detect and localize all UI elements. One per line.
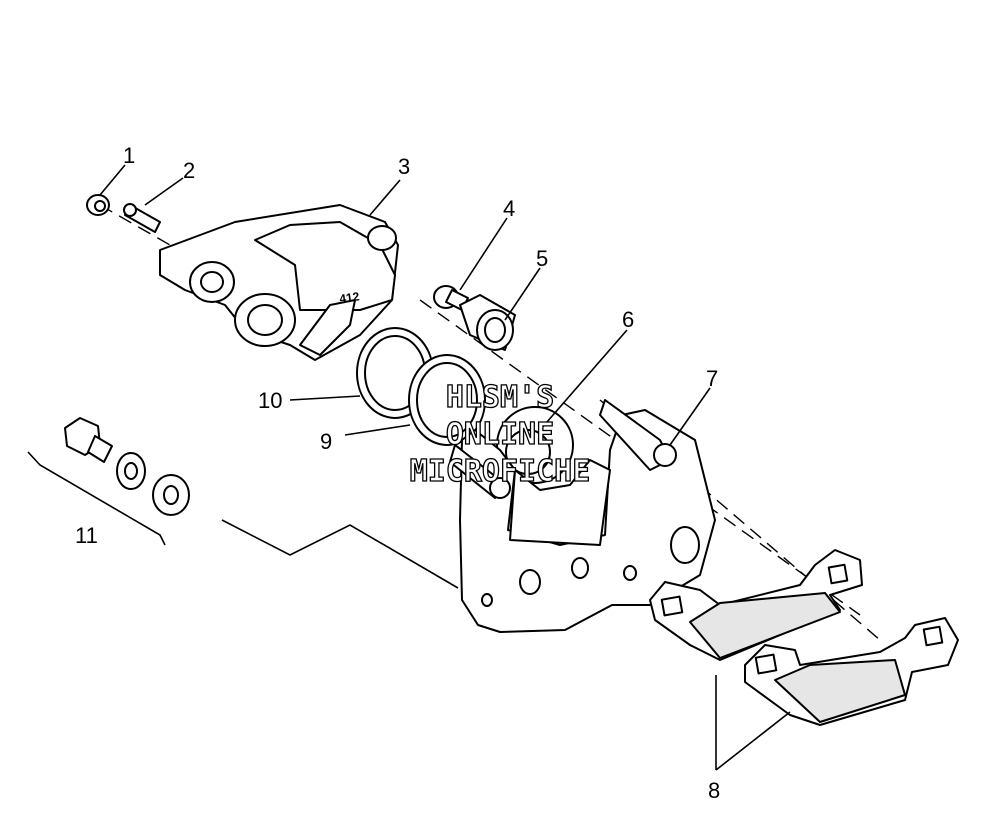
caliper-bracket <box>449 399 716 633</box>
callout-9: 9 <box>320 429 332 454</box>
brake-pad-inner <box>649 549 863 661</box>
watermark: HLSM'S ONLINE MICROFICHE <box>409 379 591 489</box>
callout-2: 2 <box>183 158 195 183</box>
callout-8: 8 <box>708 778 720 803</box>
caliper-body: 412 <box>159 204 399 361</box>
callout-7: 7 <box>706 366 718 391</box>
callout-1: 1 <box>123 143 135 168</box>
callout-11: 11 <box>75 523 98 548</box>
callout-10: 10 <box>258 388 282 413</box>
pin-bolt <box>433 285 469 311</box>
callout-numbers: 1 2 3 4 5 6 7 8 9 10 11 <box>75 143 720 803</box>
caliper-marking: 412 <box>338 289 360 306</box>
dust-seal <box>408 354 486 446</box>
pin-boot <box>459 294 516 351</box>
brake-pad-outer <box>744 617 959 726</box>
callout-3: 3 <box>398 154 410 179</box>
bleeder-screw <box>123 203 161 233</box>
callout-5: 5 <box>536 246 548 271</box>
watermark-line-3: MICROFICHE <box>410 454 591 489</box>
piston <box>496 406 574 484</box>
bleeder-cap <box>86 194 110 216</box>
callout-4: 4 <box>503 196 515 221</box>
leader-lines <box>27 164 791 771</box>
callout-6: 6 <box>622 307 634 332</box>
watermark-line-1: HLSM'S <box>446 380 554 415</box>
watermark-line-2: ONLINE <box>446 417 554 452</box>
mounting-hardware <box>64 417 190 516</box>
